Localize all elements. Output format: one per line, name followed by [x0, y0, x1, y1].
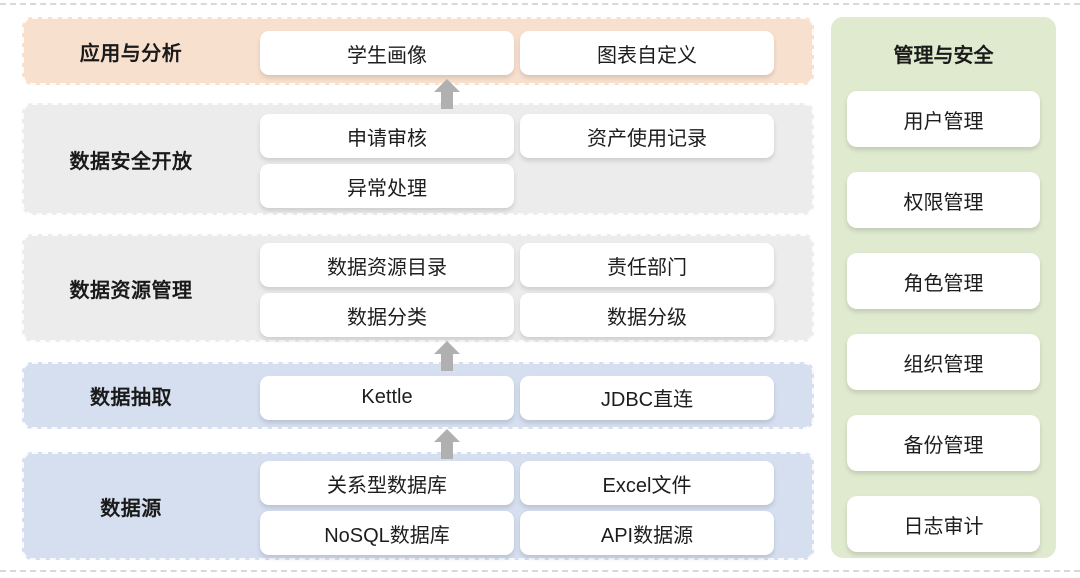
- panel-title-management-security: 管理与安全: [893, 45, 994, 67]
- layer-title-data-extraction: 数据抽取: [90, 387, 172, 409]
- card-data-resource-management-0-0[interactable]: 数据资源目录: [260, 243, 514, 287]
- layer-title-data-resource-management: 数据资源管理: [69, 279, 193, 302]
- panel-management-security: 管理与安全用户管理权限管理角色管理组织管理备份管理日志审计: [831, 17, 1056, 558]
- management-item-5[interactable]: 备份管理: [847, 415, 1040, 471]
- layer-data-security-openness: 数据安全开放 申请审核资产使用记录异常处理: [22, 103, 814, 215]
- management-item-4[interactable]: 组织管理: [847, 334, 1040, 390]
- card-data-security-openness-0-0[interactable]: 申请审核: [260, 114, 514, 158]
- card-data-source-0-0[interactable]: 关系型数据库: [260, 461, 514, 505]
- arrow-security-to-application-icon: [433, 78, 461, 110]
- card-data-source-0-1[interactable]: Excel文件: [520, 461, 774, 505]
- management-item-3[interactable]: 角色管理: [847, 253, 1040, 309]
- layer-cards-data-resource-management: 数据资源目录责任部门数据分类数据分级: [260, 236, 838, 340]
- card-data-security-openness-0-1[interactable]: 资产使用记录: [520, 114, 774, 158]
- arrow-source-to-extraction-icon: [433, 428, 461, 460]
- outer-dashed-frame: [0, 3, 1080, 572]
- layer-cards-application-analysis: 学生画像图表自定义: [260, 19, 838, 83]
- card-data-extraction-0-0[interactable]: Kettle: [260, 375, 514, 420]
- card-data-resource-management-0-1[interactable]: 责任部门: [520, 243, 774, 287]
- management-item-6[interactable]: 日志审计: [847, 496, 1040, 552]
- arrow-extraction-to-resource-icon: [433, 340, 461, 372]
- card-data-source-1-0[interactable]: NoSQL数据库: [260, 511, 514, 555]
- layer-title-data-source: 数据源: [100, 497, 162, 520]
- card-data-source-1-1[interactable]: API数据源: [520, 511, 774, 555]
- card-data-resource-management-1-1[interactable]: 数据分级: [520, 293, 774, 337]
- layer-data-resource-management: 数据资源管理 数据资源目录责任部门数据分类数据分级: [22, 234, 814, 342]
- management-item-1[interactable]: 用户管理: [847, 91, 1040, 147]
- card-data-extraction-0-1[interactable]: JDBC直连: [520, 375, 774, 420]
- layer-cards-data-security-openness: 申请审核资产使用记录异常处理: [260, 105, 838, 213]
- card-data-security-openness-1-0[interactable]: 异常处理: [260, 164, 514, 208]
- management-item-2[interactable]: 权限管理: [847, 172, 1040, 228]
- card-application-analysis-0-0[interactable]: 学生画像: [260, 31, 514, 75]
- layer-title-data-security-openness: 数据安全开放: [69, 150, 193, 173]
- layer-application-analysis: 应用与分析 学生画像图表自定义: [22, 17, 814, 85]
- layer-title-application-analysis: 应用与分析: [79, 42, 183, 65]
- card-data-resource-management-1-0[interactable]: 数据分类: [260, 293, 514, 337]
- card-application-analysis-0-1[interactable]: 图表自定义: [520, 31, 774, 75]
